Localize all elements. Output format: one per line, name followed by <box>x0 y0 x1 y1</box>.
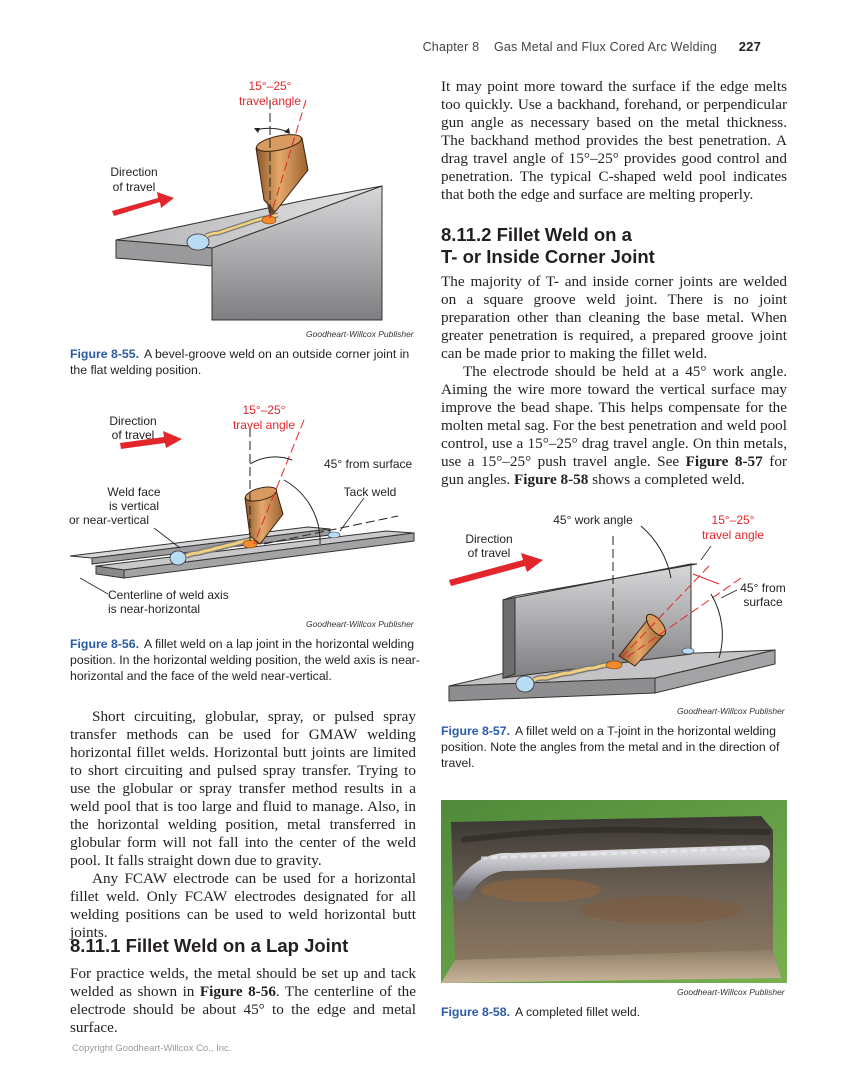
chapter-label: Chapter 8 <box>422 40 480 54</box>
left-para-3-post: . The centerline of the electrode should… <box>70 983 416 1036</box>
left-para-1: Short circuiting, globular, spray, or pu… <box>70 708 416 869</box>
right-para-0: It may point more toward the surface if … <box>441 78 787 204</box>
right-para-2-pre: The electrode should be held at a 45° wo… <box>441 363 787 470</box>
fig55-number: Figure 8-55. <box>70 347 140 361</box>
fig55-credit: Goodheart-Willcox Publisher <box>306 329 414 339</box>
tack-weld-mark <box>327 531 341 539</box>
weld-bead <box>515 660 623 693</box>
fig57-from-surface-1: 45° from <box>740 581 785 595</box>
right-para-2-post: shows a completed weld. <box>588 471 745 488</box>
fig56-caption: Figure 8-56.A fillet weld on a lap joint… <box>70 636 420 684</box>
tack-weld-mark <box>681 647 695 655</box>
right-para-1: The majority of T- and inside corner joi… <box>441 273 787 362</box>
fig56-caption-text: A fillet weld on a lap joint in the hori… <box>70 637 420 683</box>
fig57-direction-2: of travel <box>468 546 511 560</box>
fig56-weld-face-1: Weld face <box>107 485 160 499</box>
page-number: 227 <box>738 39 761 54</box>
section-title-8-11-1: Fillet Weld on a Lap Joint <box>125 935 349 956</box>
section-number-8-11-2: 8.11.2 <box>441 224 492 245</box>
fig58-credit: Goodheart-Willcox Publisher <box>677 987 785 997</box>
fig56-travel-angle-2: travel angle <box>233 418 295 432</box>
right-para-0-text: It may point more toward the surface if … <box>441 78 787 203</box>
figure-ref-8-56[interactable]: Figure 8-56 <box>199 983 276 1000</box>
figure-ref-8-58[interactable]: Figure 8-58 <box>513 471 589 488</box>
fig57-caption-text: A fillet weld on a T-joint in the horizo… <box>441 724 780 770</box>
fillet-weld-bead <box>452 845 770 901</box>
left-para-3-pre: For practice welds, the metal should be … <box>70 965 416 1000</box>
left-body-text: Short circuiting, globular, spray, or pu… <box>70 708 416 942</box>
fig57-number: Figure 8-57. <box>441 724 511 738</box>
section-heading-8-11-1: 8.11.1 Fillet Weld on a Lap Joint <box>70 935 416 957</box>
fig56-weld-face-2: is vertical <box>109 499 159 513</box>
fig57-work-angle: 45° work angle <box>553 513 633 527</box>
chapter-title: Gas Metal and Flux Cored Arc Welding <box>493 40 718 54</box>
copyright-footer: Copyright Goodheart-Willcox Co., Inc. <box>72 1043 232 1054</box>
fig57-travel-angle-2: travel angle <box>702 528 764 542</box>
direction-arrow <box>112 192 174 216</box>
right-body-text: The majority of T- and inside corner joi… <box>441 273 787 489</box>
right-para-2-mid: for gun angles. <box>441 453 787 488</box>
fig56-centerline-1: Centerline of weld axis <box>108 588 229 602</box>
weld-bead <box>186 212 279 251</box>
fig57-credit: Goodheart-Willcox Publisher <box>677 706 785 716</box>
figure-8-55-illustration: 15°–25° travel angle Direction of travel <box>110 79 383 321</box>
direction-arrow <box>120 431 182 449</box>
direction-arrow <box>449 553 543 586</box>
welding-gun <box>618 613 667 667</box>
fig56-number: Figure 8-56. <box>70 637 140 651</box>
fig56-credit: Goodheart-Willcox Publisher <box>306 619 414 629</box>
fig55-travel-angle-2: travel angle <box>239 94 301 108</box>
welding-gun <box>244 486 284 545</box>
fig58-caption-text: A completed fillet weld. <box>515 1005 641 1019</box>
left-para-2: Any FCAW electrode can be used for a hor… <box>70 870 416 941</box>
fig57-caption: Figure 8-57.A fillet weld on a T-joint i… <box>441 723 781 771</box>
fig56-tack-weld: Tack weld <box>344 485 397 499</box>
figure-ref-8-57[interactable]: Figure 8-57 <box>685 453 763 470</box>
right-para-2: The electrode should be held at a 45° wo… <box>441 363 787 489</box>
fig57-from-surface-2: surface <box>743 595 783 609</box>
figure-8-57-illustration: 45° work angle 15°–25° travel angle Dire… <box>448 513 786 702</box>
left-para-3: For practice welds, the metal should be … <box>70 965 416 1037</box>
fig55-caption: Figure 8-55.A bevel-groove weld on an ou… <box>70 346 415 378</box>
fig55-direction-1: Direction <box>110 165 157 179</box>
fig58-caption: Figure 8-58. A completed fillet weld. <box>441 1004 781 1020</box>
fig56-from-surface: 45° from surface <box>324 457 412 471</box>
fig55-direction-2: of travel <box>113 180 156 194</box>
fig56-centerline-2: is near-horizontal <box>108 602 200 616</box>
fig56-direction-2: of travel <box>112 428 155 442</box>
figure-8-58-photo <box>441 800 787 983</box>
section-number-8-11-1: 8.11.1 <box>70 935 121 956</box>
fig58-number: Figure 8-58. <box>441 1005 511 1019</box>
fig55-travel-angle-1: 15°–25° <box>249 79 292 93</box>
fig57-direction-1: Direction <box>465 532 512 546</box>
fig56-weld-face-3: or near-vertical <box>69 513 149 527</box>
fig55-caption-text: A bevel-groove weld on an outside corner… <box>70 347 410 377</box>
fig56-travel-angle-1: 15°–25° <box>243 403 286 417</box>
fig56-direction-1: Direction <box>109 414 156 428</box>
running-head: Chapter 8 Gas Metal and Flux Cored Arc W… <box>423 39 761 54</box>
section-title-8-11-2-line1: Fillet Weld on a <box>496 224 632 245</box>
section-heading-8-11-2: 8.11.2 Fillet Weld on a T- or Inside Cor… <box>441 224 787 268</box>
figure-8-56-illustration: Direction of travel 15°–25° travel angle… <box>69 403 415 616</box>
fig57-travel-angle-1: 15°–25° <box>712 513 755 527</box>
section-title-8-11-2-line2: T- or Inside Corner Joint <box>441 246 655 267</box>
